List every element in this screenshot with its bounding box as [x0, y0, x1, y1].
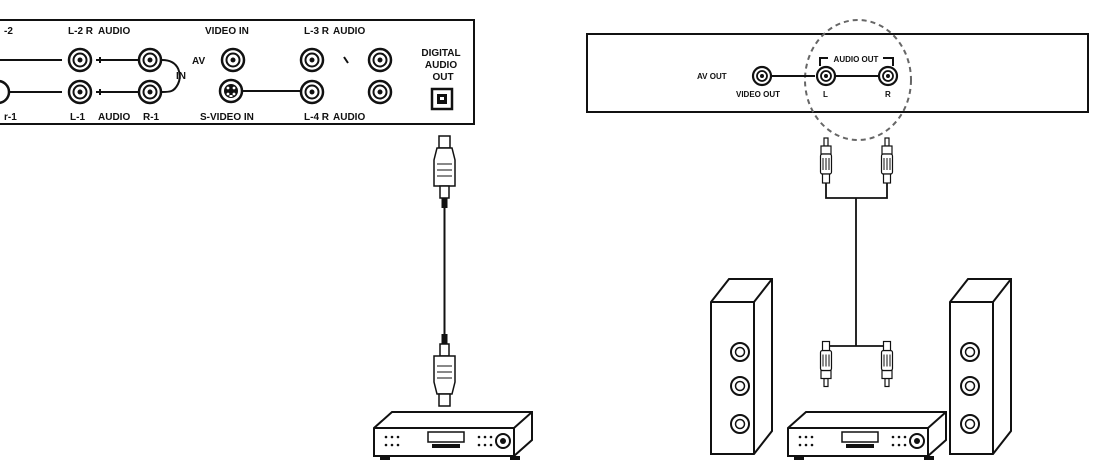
label-av: AV: [192, 56, 205, 67]
label-audio-bottom-b: AUDIO: [333, 112, 365, 123]
rca-jack-icon: [815, 65, 837, 87]
label-r1: R-1: [143, 112, 160, 123]
label-audio-bottom: AUDIO: [98, 112, 130, 123]
rca-jack-icon: [67, 47, 93, 73]
rca-jack-icon: [137, 79, 163, 105]
label-partial-bottom: r-1: [4, 112, 17, 123]
label-digital-out: OUT: [432, 72, 453, 83]
label-l4: L-4 R: [304, 112, 330, 123]
rca-jack-icon: [751, 65, 773, 87]
rca-jack-icon: [367, 47, 393, 73]
rca-jack-icon: [877, 65, 899, 87]
rca-jack-icon: [299, 79, 325, 105]
label-l2: L-2 R: [68, 26, 94, 37]
rca-plug-icon: [819, 340, 833, 388]
rca-jack-icon: [67, 79, 93, 105]
highlight-ellipse: [804, 19, 912, 141]
optical-cable: [433, 135, 456, 407]
label-s-video-in: S-VIDEO IN: [200, 112, 254, 123]
rca-jack-icon: [220, 47, 246, 73]
rca-jack-icon: [137, 47, 163, 73]
label-video-out: VIDEO OUT: [736, 90, 780, 99]
speaker-icon: [949, 278, 1012, 455]
label-digital-audio: AUDIO: [425, 60, 457, 71]
rca-plug-icon: [880, 137, 894, 184]
amplifier-icon: [373, 411, 533, 460]
rca-jack-icon: [299, 47, 325, 73]
speaker-icon: [710, 278, 773, 455]
label-video-in: VIDEO IN: [205, 26, 249, 37]
rca-audio-cable: [819, 137, 894, 388]
rca-jack-icon: [367, 79, 393, 105]
rca-plug-icon: [880, 340, 894, 388]
label-av-out: AV OUT: [697, 72, 727, 81]
s-video-jack-icon: [218, 78, 244, 104]
optical-plug-icon: [433, 135, 456, 208]
optical-plug-icon: [433, 334, 456, 407]
optical-port-icon: [430, 87, 454, 111]
label-audio-out: AUDIO OUT: [834, 55, 879, 64]
left-back-panel: -2 L-2 R AUDIO VIDEO IN L-3 R AUDIO AV I…: [0, 19, 475, 125]
label-r: R: [885, 90, 891, 99]
label-partial-top: -2: [4, 26, 13, 37]
label-l3: L-3 R: [304, 26, 330, 37]
label-audio-top-b: AUDIO: [333, 26, 365, 37]
label-audio-top-a: AUDIO: [98, 26, 130, 37]
label-l1: L-1: [70, 112, 85, 123]
rca-plug-icon: [819, 137, 833, 184]
right-back-panel: AUDIO OUT AV OUT VIDEO OUT L R: [586, 19, 1089, 141]
label-in: IN: [176, 71, 186, 82]
amplifier-icon: [787, 411, 947, 460]
label-digital: DIGITAL: [421, 48, 460, 59]
label-l: L: [823, 90, 828, 99]
